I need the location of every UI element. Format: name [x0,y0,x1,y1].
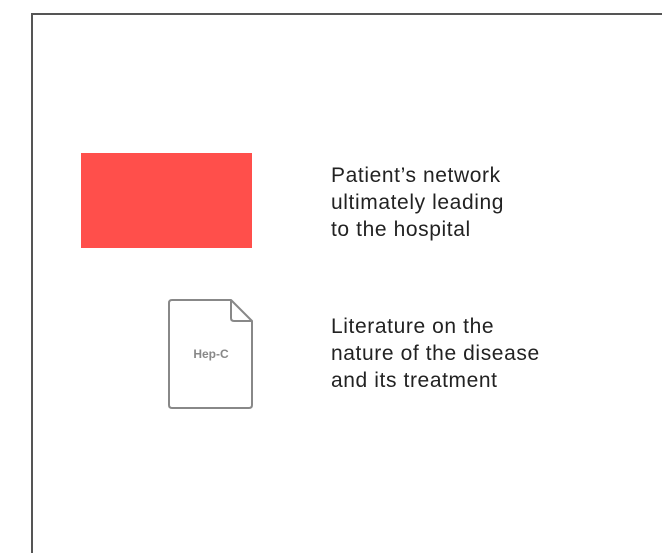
network-legend-text: Patient’s network ultimately leading to … [331,164,505,241]
document-icon [168,299,253,409]
network-swatch [81,153,252,248]
diagram-frame [31,13,662,553]
literature-legend-text: Literature on the nature of the disease … [331,315,540,392]
document-icon-label: Hep-C [193,347,229,361]
